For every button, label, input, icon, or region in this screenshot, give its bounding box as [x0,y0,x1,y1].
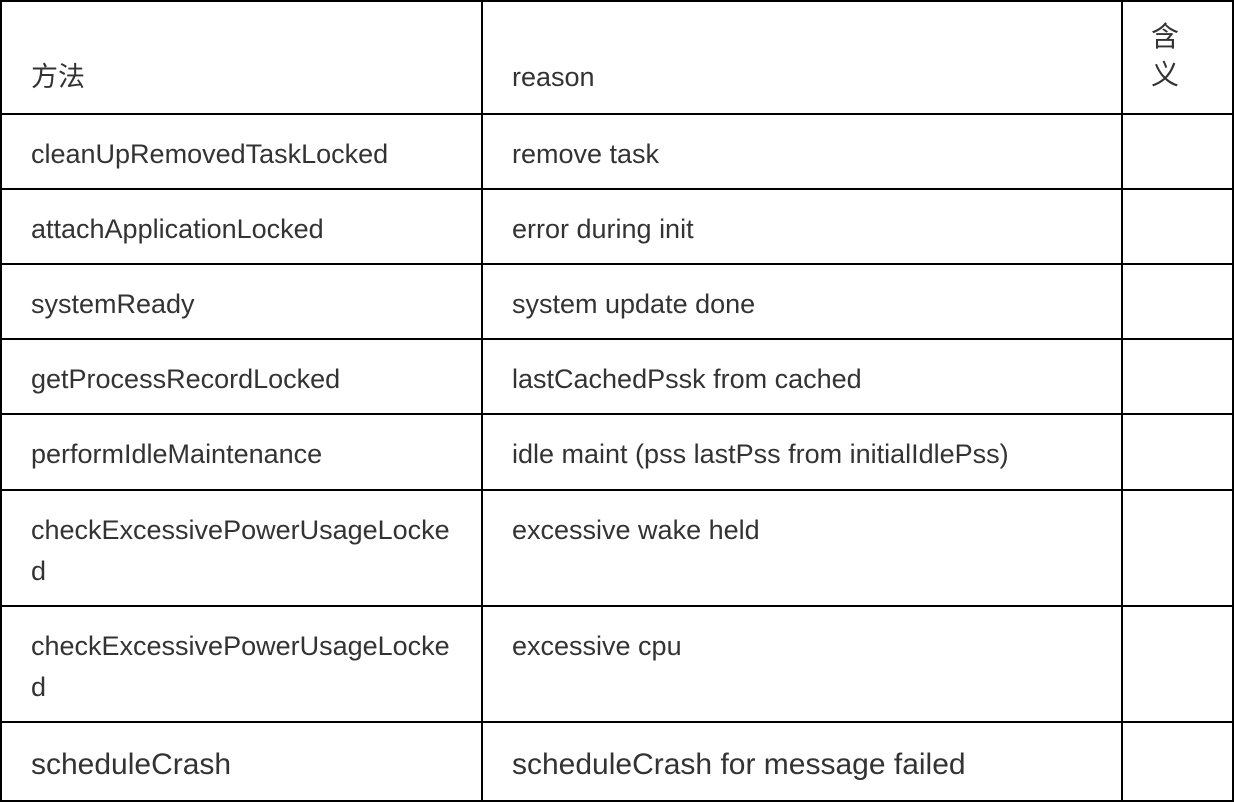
header-reason: reason [483,2,1123,113]
header-meaning-char-2: 义 [1151,59,1180,90]
header-meaning-char-1: 含 [1151,21,1180,52]
meaning-cell [1123,340,1232,413]
method-cell: checkExcessivePowerUsageLocked [2,491,483,605]
reason-cell: system update done [483,265,1123,338]
reason-cell: remove task [483,115,1123,188]
method-cell: getProcessRecordLocked [2,340,483,413]
header-meaning: 含 义 [1123,2,1232,113]
meaning-cell [1123,607,1232,721]
table-row: systemReady system update done [2,265,1232,340]
reason-cell: scheduleCrash for message failed [483,723,1123,800]
reason-cell: lastCachedPssk from cached [483,340,1123,413]
reason-cell: error during init [483,190,1123,263]
header-method: 方法 [2,2,483,113]
table-row: performIdleMaintenance idle maint (pss l… [2,415,1232,491]
reason-cell: excessive wake held [483,491,1123,605]
method-cell: scheduleCrash [2,723,483,800]
meaning-cell [1123,190,1232,263]
table-row: scheduleCrash scheduleCrash for message … [2,723,1232,800]
meaning-cell [1123,723,1232,800]
table-row: attachApplicationLocked error during ini… [2,190,1232,265]
method-cell: checkExcessivePowerUsageLocked [2,607,483,721]
meaning-cell [1123,115,1232,188]
method-cell: cleanUpRemovedTaskLocked [2,115,483,188]
table-row: cleanUpRemovedTaskLocked remove task [2,115,1232,190]
method-cell: performIdleMaintenance [2,415,483,489]
table-header-row: 方法 reason 含 义 [2,2,1232,115]
reason-cell: excessive cpu [483,607,1123,721]
meaning-cell [1123,415,1232,489]
method-cell: attachApplicationLocked [2,190,483,263]
meaning-cell [1123,265,1232,338]
meaning-cell [1123,491,1232,605]
table-row: checkExcessivePowerUsageLocked excessive… [2,607,1232,723]
method-cell: systemReady [2,265,483,338]
table-row: getProcessRecordLocked lastCachedPssk fr… [2,340,1232,415]
table-row: checkExcessivePowerUsageLocked excessive… [2,491,1232,607]
reason-cell: idle maint (pss lastPss from initialIdle… [483,415,1123,489]
